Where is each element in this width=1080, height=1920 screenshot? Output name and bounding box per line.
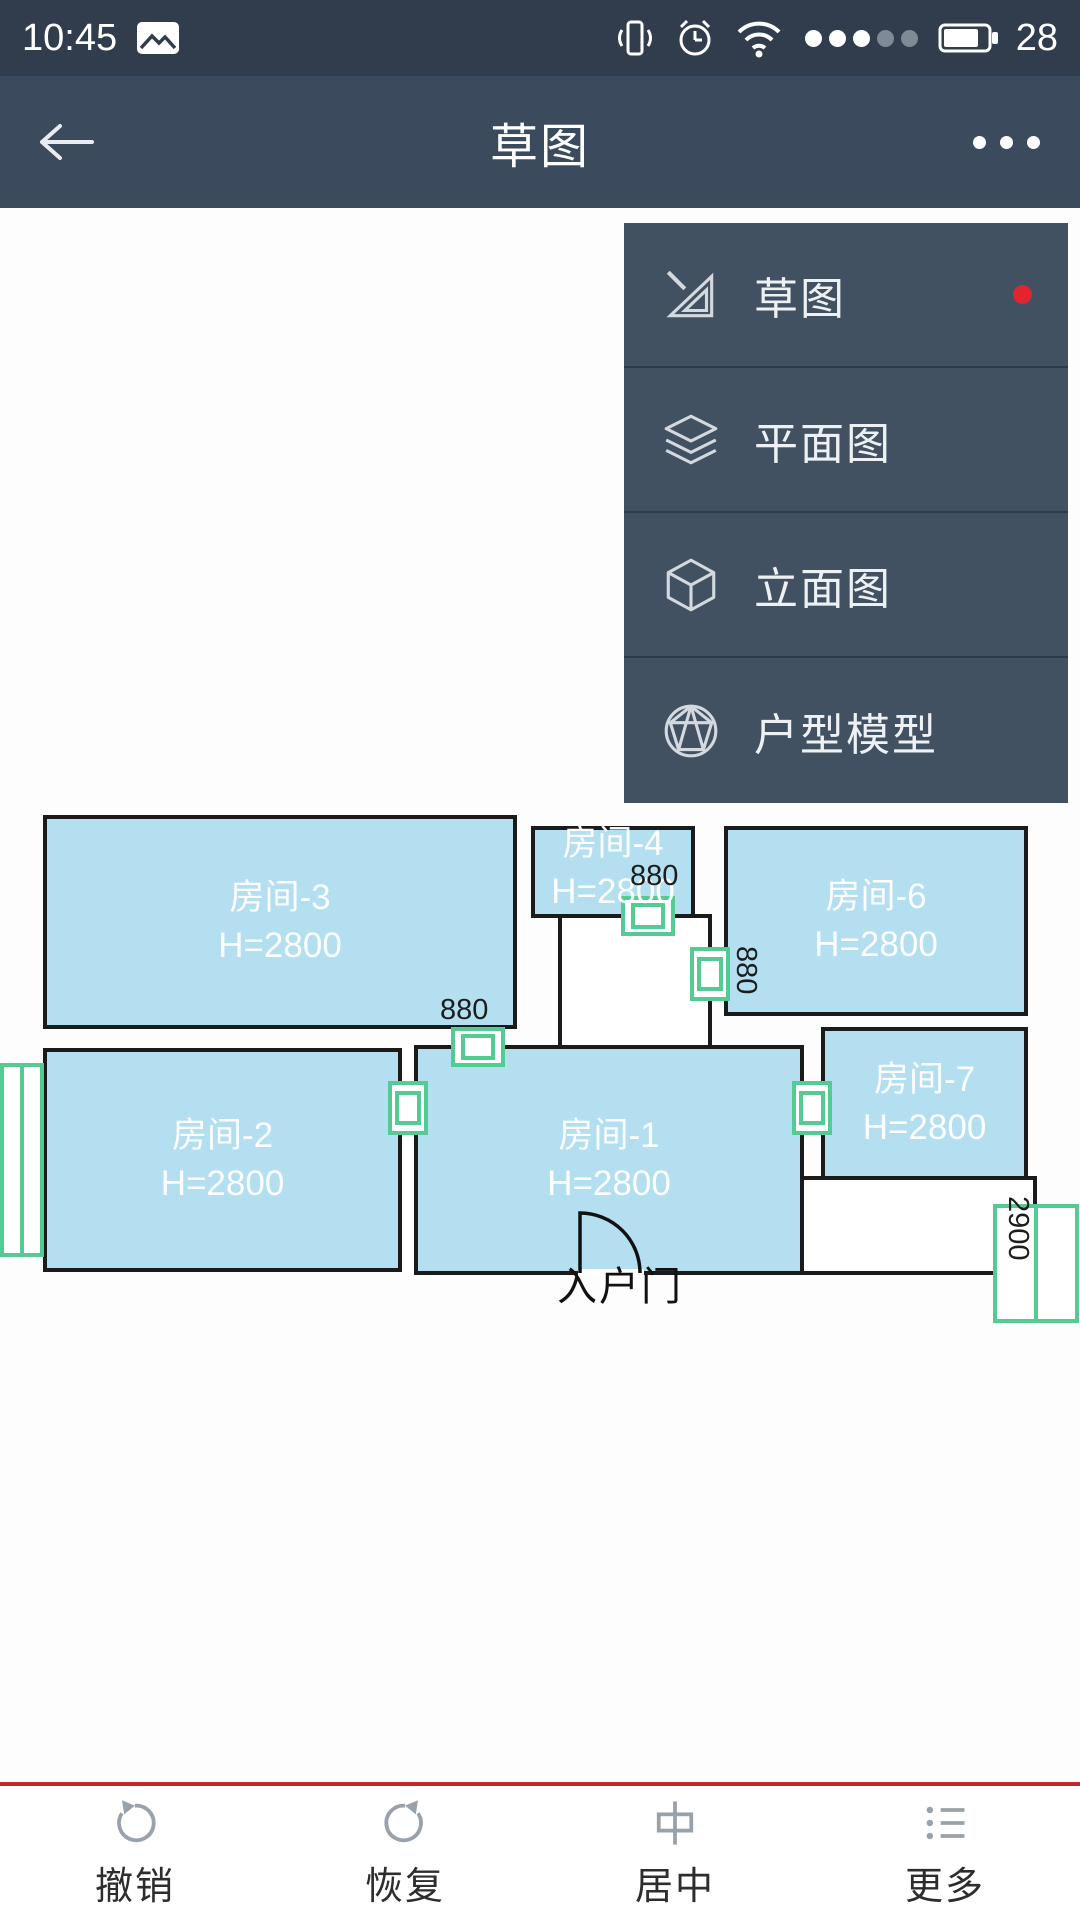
room-label[interactable]: 房间-2 H=2800 xyxy=(45,1050,400,1270)
center-icon xyxy=(649,1797,701,1849)
menu-item-floorplan[interactable]: 平面图 xyxy=(624,368,1068,513)
vibrate-icon xyxy=(613,16,657,60)
menu-item-model[interactable]: 户型模型 xyxy=(624,658,1068,803)
wifi-icon xyxy=(733,16,785,60)
more-button[interactable]: 更多 xyxy=(810,1786,1080,1920)
room-height: H=2800 xyxy=(814,925,938,964)
door-symbol-room1-top[interactable] xyxy=(451,1027,505,1067)
gallery-icon xyxy=(135,20,181,56)
dimension-label: 880 xyxy=(730,946,762,995)
room-name: 房间-3 xyxy=(229,878,331,917)
tool-label: 撤销 xyxy=(94,1865,175,1908)
entrance-door-label: 入户门 xyxy=(557,1265,683,1309)
undo-icon xyxy=(109,1797,161,1849)
room-6-shape[interactable] xyxy=(724,826,1028,1016)
page-title: 草图 xyxy=(489,121,591,174)
room-label[interactable]: 房间-7 H=2800 xyxy=(823,1029,1026,1179)
wireframe-model-icon xyxy=(660,700,722,762)
status-bar: 10:45 xyxy=(0,0,1080,76)
tool-label: 更多 xyxy=(904,1865,985,1908)
room-3-shape[interactable] xyxy=(43,815,517,1029)
overflow-menu-button[interactable] xyxy=(967,102,1046,182)
signal-dots-icon xyxy=(804,29,918,47)
room-height: H=2800 xyxy=(218,926,342,965)
room-1-shape[interactable] xyxy=(414,1045,804,1275)
dimension-label: 2900 xyxy=(1002,1196,1034,1261)
back-arrow-icon xyxy=(34,118,98,166)
more-list-icon xyxy=(919,1797,971,1849)
center-button[interactable]: 居中 xyxy=(540,1786,810,1920)
door-symbol-room2[interactable] xyxy=(388,1081,428,1135)
entrance-door-symbol[interactable] xyxy=(578,1211,644,1277)
alarm-icon xyxy=(673,16,717,60)
menu-item-label: 户型模型 xyxy=(754,710,938,760)
redo-icon xyxy=(379,1797,431,1849)
dimension-label: 880 xyxy=(440,994,489,1026)
room-7-shape[interactable] xyxy=(821,1027,1028,1181)
back-button[interactable] xyxy=(34,102,114,182)
battery-icon xyxy=(938,22,1000,54)
dimension-label: 880 xyxy=(630,860,679,892)
room-name: 房间-6 xyxy=(825,877,927,916)
tool-label: 居中 xyxy=(634,1865,715,1908)
door-symbol-corridor-right[interactable] xyxy=(690,947,730,1001)
menu-item-label: 草图 xyxy=(754,274,846,324)
set-square-icon xyxy=(660,264,722,326)
room-label[interactable]: 房间-1 H=2800 xyxy=(416,1047,802,1273)
room-label[interactable]: 房间-6 H=2800 xyxy=(726,828,1026,1014)
room-height: H=2800 xyxy=(547,1164,671,1203)
floorplan-drawing[interactable] xyxy=(0,208,1080,1782)
bottom-toolbar: 撤销 恢复 居中 xyxy=(0,1782,1080,1920)
status-time: 10:45 xyxy=(22,16,118,59)
room-name: 房间-1 xyxy=(558,1116,660,1155)
menu-item-label: 立面图 xyxy=(754,564,892,614)
room-2-shape[interactable] xyxy=(43,1048,402,1272)
active-indicator-dot xyxy=(1013,285,1032,304)
undo-button[interactable]: 撤销 xyxy=(0,1786,270,1920)
layers-icon xyxy=(660,409,722,471)
tool-label: 恢复 xyxy=(364,1865,445,1908)
cube-icon xyxy=(660,554,722,616)
room-height: H=2800 xyxy=(551,872,675,911)
menu-item-label: 平面图 xyxy=(754,419,892,469)
menu-item-elevation[interactable]: 立面图 xyxy=(624,513,1068,658)
room-label[interactable]: 房间-4 H=2800 xyxy=(533,816,693,920)
room-name: 房间-4 xyxy=(562,824,664,863)
room-height: H=2800 xyxy=(862,1108,987,1147)
header: 草图 xyxy=(0,76,1080,208)
battery-percent: 28 xyxy=(1015,16,1058,59)
view-mode-menu: 草图 平面图 立面图 xyxy=(624,223,1068,803)
door-symbol-room7[interactable] xyxy=(792,1081,832,1135)
redo-button[interactable]: 恢复 xyxy=(270,1786,540,1920)
room-name: 房间-7 xyxy=(873,1060,976,1099)
menu-item-sketch[interactable]: 草图 xyxy=(624,223,1068,368)
room-label[interactable]: 房间-3 H=2800 xyxy=(45,817,515,1027)
door-symbol-corridor-top[interactable] xyxy=(621,896,675,936)
room-height: H=2800 xyxy=(160,1164,285,1203)
room-name: 房间-2 xyxy=(171,1116,274,1155)
